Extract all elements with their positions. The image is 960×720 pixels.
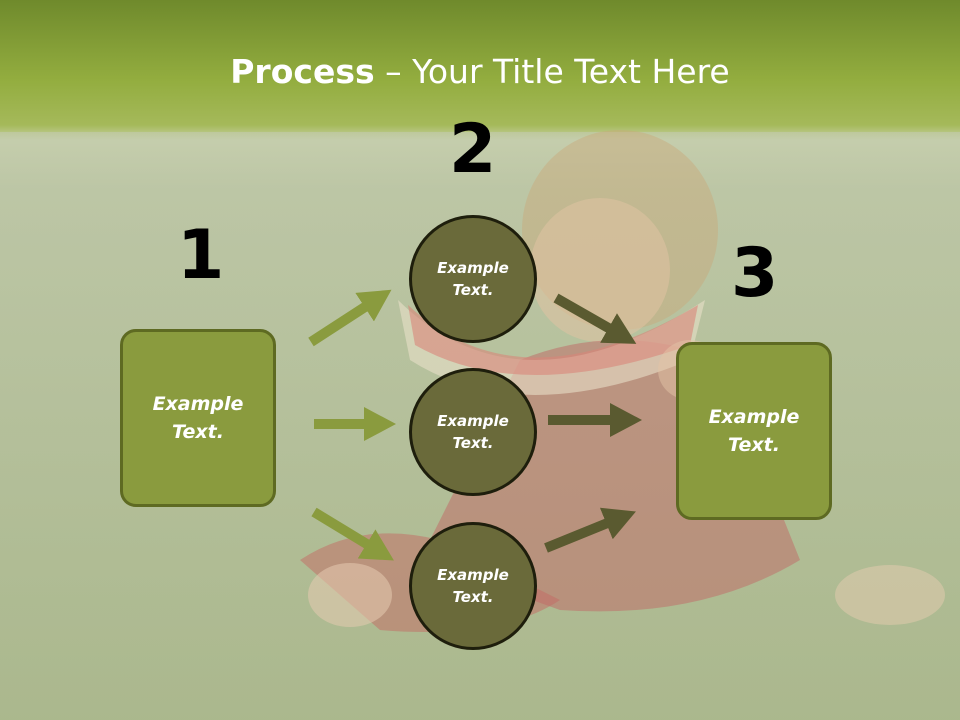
arrow-1-to-top: [308, 289, 392, 347]
step-1-box[interactable]: Example Text.: [120, 329, 276, 507]
circle-middle[interactable]: Example Text.: [409, 368, 537, 496]
arrow-1-to-bottom: [311, 507, 394, 561]
step-number-3: 3: [731, 234, 779, 313]
step-number-2: 2: [449, 110, 497, 189]
slide-title: Process – Your Title Text Here: [0, 52, 960, 91]
circle-bottom[interactable]: Example Text.: [409, 522, 537, 650]
step-3-box[interactable]: Example Text.: [676, 342, 832, 520]
circle-top[interactable]: Example Text.: [409, 215, 537, 343]
step-1-box-text: Example Text.: [152, 392, 244, 444]
step-number-1: 1: [177, 216, 225, 295]
step-3-box-text: Example Text.: [708, 405, 800, 457]
title-rest: – Your Title Text Here: [374, 52, 730, 91]
circle-middle-text: Example Text.: [437, 411, 509, 453]
arrow-top-to-3: [553, 293, 637, 344]
title-bold: Process: [230, 52, 375, 91]
circle-top-text: Example Text.: [437, 258, 509, 300]
circle-bottom-text: Example Text.: [437, 565, 509, 607]
arrow-bottom-to-3: [544, 507, 636, 553]
